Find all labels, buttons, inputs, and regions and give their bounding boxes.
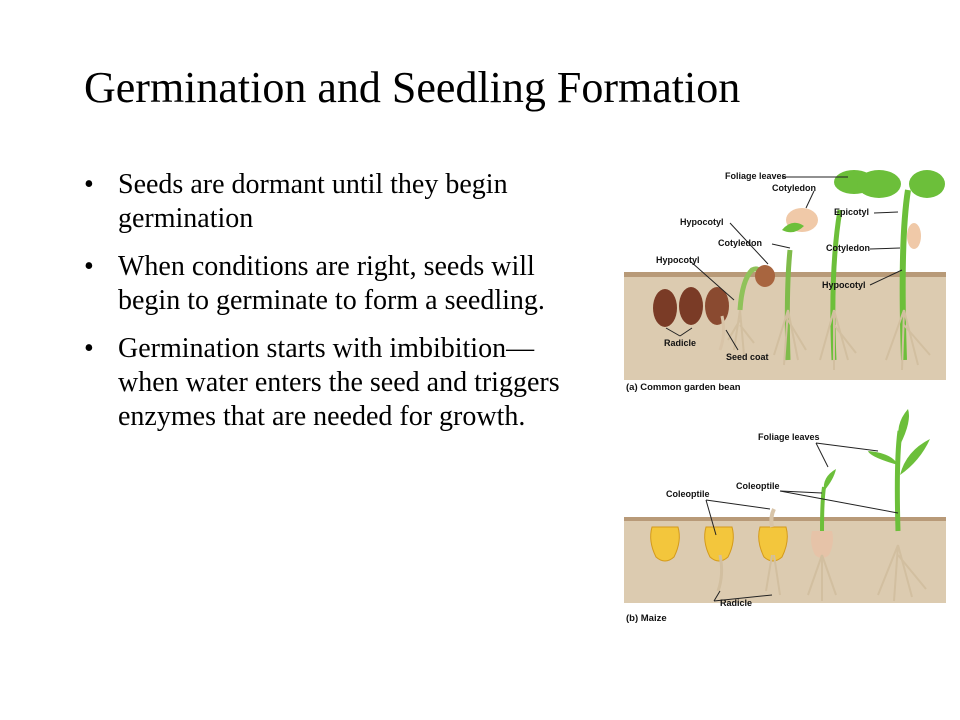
coleoptile-shoot [769, 508, 776, 528]
label-coleoptile: Coleoptile [666, 489, 710, 499]
figure-caption-bean: (a) Common garden bean [626, 382, 741, 393]
seedling-roots [765, 554, 781, 596]
bullet-text: When conditions are right, seeds will be… [118, 251, 545, 316]
seedling-roots [885, 309, 931, 371]
bean-seed [679, 287, 703, 325]
foliage-leaf [900, 439, 930, 475]
stem [820, 486, 826, 532]
radicle-root [718, 315, 726, 351]
maize-germination-figure: Foliage leaves Coleoptile Coleoptile Rad… [624, 409, 946, 624]
label-cotyledon: Cotyledon [718, 238, 762, 248]
bullet-marker: • [84, 333, 94, 364]
bean-seed [653, 289, 677, 327]
label-hypocotyl: Hypocotyl [656, 255, 700, 265]
bullet-item: • Germination starts with imbibition—whe… [84, 332, 594, 434]
foliage-leaf [857, 170, 901, 198]
label-foliage-leaves: Foliage leaves [725, 171, 787, 181]
seedling-roots [819, 309, 857, 370]
stem [894, 430, 903, 532]
slide-title: Germination and Seedling Formation [84, 63, 741, 112]
figure-caption-maize: (b) Maize [626, 613, 667, 624]
seedling-roots [807, 554, 837, 601]
maize-kernel [650, 526, 680, 562]
label-cotyledon: Cotyledon [826, 243, 870, 253]
radicle-root [716, 554, 724, 592]
bullet-text: Seeds are dormant until they begin germi… [118, 169, 508, 234]
bean-cotyledon [907, 223, 921, 249]
label-epicotyl: Epicotyl [834, 207, 869, 217]
label-hypocotyl: Hypocotyl [680, 217, 724, 227]
bullet-marker: • [84, 169, 94, 200]
young-leaf [782, 222, 804, 233]
hypocotyl-stem [784, 249, 793, 361]
bean-germination-figure: Foliage leaves Cotyledon Epicotyl Hypoco… [624, 170, 946, 393]
foliage-leaf [909, 170, 945, 198]
bean-seed [705, 287, 729, 325]
maize-kernel [811, 531, 833, 558]
label-foliage-leaves: Foliage leaves [758, 432, 820, 442]
seedling-roots [877, 544, 927, 602]
leader-lines [705, 442, 899, 602]
label-seed-coat: Seed coat [726, 352, 769, 362]
label-radicle: Radicle [664, 338, 696, 348]
bullet-list: • Seeds are dormant until they begin ger… [84, 168, 594, 448]
bean-cotyledon [755, 265, 775, 287]
label-radicle: Radicle [720, 598, 752, 608]
soil-surface [624, 517, 946, 521]
label-coleoptile: Coleoptile [736, 481, 780, 491]
leader-lines [665, 176, 903, 351]
bullet-item: • Seeds are dormant until they begin ger… [84, 168, 594, 236]
soil-surface [624, 272, 946, 277]
seedling-roots [727, 309, 755, 356]
bullet-text: Germination starts with imbibition—when … [118, 333, 560, 432]
seedling-roots [773, 309, 807, 366]
label-cotyledon: Cotyledon [772, 183, 816, 193]
foliage-leaf [823, 469, 836, 491]
label-hypocotyl: Hypocotyl [822, 280, 866, 290]
bullet-item: • When conditions are right, seeds will … [84, 250, 594, 318]
foliage-leaf [868, 451, 898, 465]
foliage-leaf [898, 409, 909, 445]
bullet-marker: • [84, 251, 94, 282]
maize-kernel [758, 526, 788, 562]
